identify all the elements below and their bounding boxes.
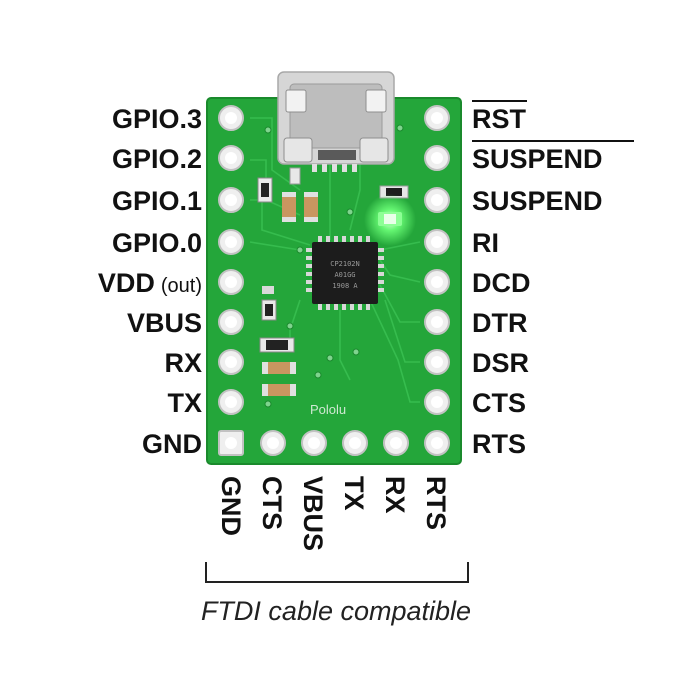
- right-pad-holes: [431, 112, 443, 449]
- chip-marking-line-2: A01GG: [334, 271, 355, 279]
- left-pin-labels: GPIO.3 GPIO.2 GPIO.1 GPIO.0 VDD (out) VBU…: [98, 104, 202, 459]
- label-dtr: DTR: [472, 308, 528, 338]
- label-gpio1: GPIO.1: [112, 186, 202, 216]
- label-gpio2: GPIO.2: [112, 144, 202, 174]
- label-rts: RTS: [472, 429, 526, 459]
- label-vdd-main: VDD: [98, 268, 155, 298]
- cp2102n-chip: CP2102N A01GG 1908 A: [306, 236, 384, 310]
- label-suspend-inverted: SUSPEND: [472, 144, 603, 174]
- ftdi-bracket: [205, 562, 469, 583]
- label-bottom-tx: TX: [339, 476, 369, 511]
- label-gpio3: GPIO.3: [112, 104, 202, 134]
- label-rx: RX: [164, 348, 202, 378]
- label-vdd: VDD (out): [98, 268, 202, 298]
- left-pad-holes: [225, 112, 237, 449]
- label-tx: TX: [167, 388, 202, 418]
- label-gpio0: GPIO.0: [112, 228, 202, 258]
- label-ri: RI: [472, 228, 499, 258]
- usb-connector: [277, 71, 395, 172]
- label-suspend: SUSPEND: [472, 186, 603, 216]
- passive-components: [257, 167, 409, 396]
- label-bottom-gnd: GND: [216, 476, 246, 536]
- chip-marking-line-3: 1908 A: [332, 282, 358, 290]
- label-cts: CTS: [472, 388, 526, 418]
- right-pad-column: [424, 105, 450, 456]
- status-led: [364, 194, 416, 246]
- label-vdd-suffix: (out): [161, 275, 202, 297]
- label-bottom-vbus: VBUS: [298, 476, 328, 551]
- caption-ftdi: FTDI cable compatible: [201, 596, 471, 626]
- circuit-board: CP2102N A01GG 1908 A Pololu: [206, 71, 462, 465]
- label-dsr: DSR: [472, 348, 529, 378]
- right-pin-labels: RST SUSPEND SUSPEND RI DCD DTR DSR CTS R…: [472, 100, 634, 459]
- bottom-pin-labels: GND CTS VBUS TX RX RTS: [216, 476, 451, 551]
- vias: [264, 124, 404, 408]
- label-bottom-rts: RTS: [421, 476, 451, 530]
- label-dcd: DCD: [472, 268, 531, 298]
- label-vbus: VBUS: [127, 308, 202, 338]
- silkscreen-logo: Pololu: [310, 402, 346, 417]
- label-bottom-rx: RX: [380, 476, 410, 514]
- label-bottom-cts: CTS: [257, 476, 287, 530]
- bottom-pad-holes: [267, 437, 402, 449]
- label-gnd: GND: [142, 429, 202, 459]
- label-rst: RST: [472, 104, 527, 134]
- chip-marking-line-1: CP2102N: [330, 260, 360, 268]
